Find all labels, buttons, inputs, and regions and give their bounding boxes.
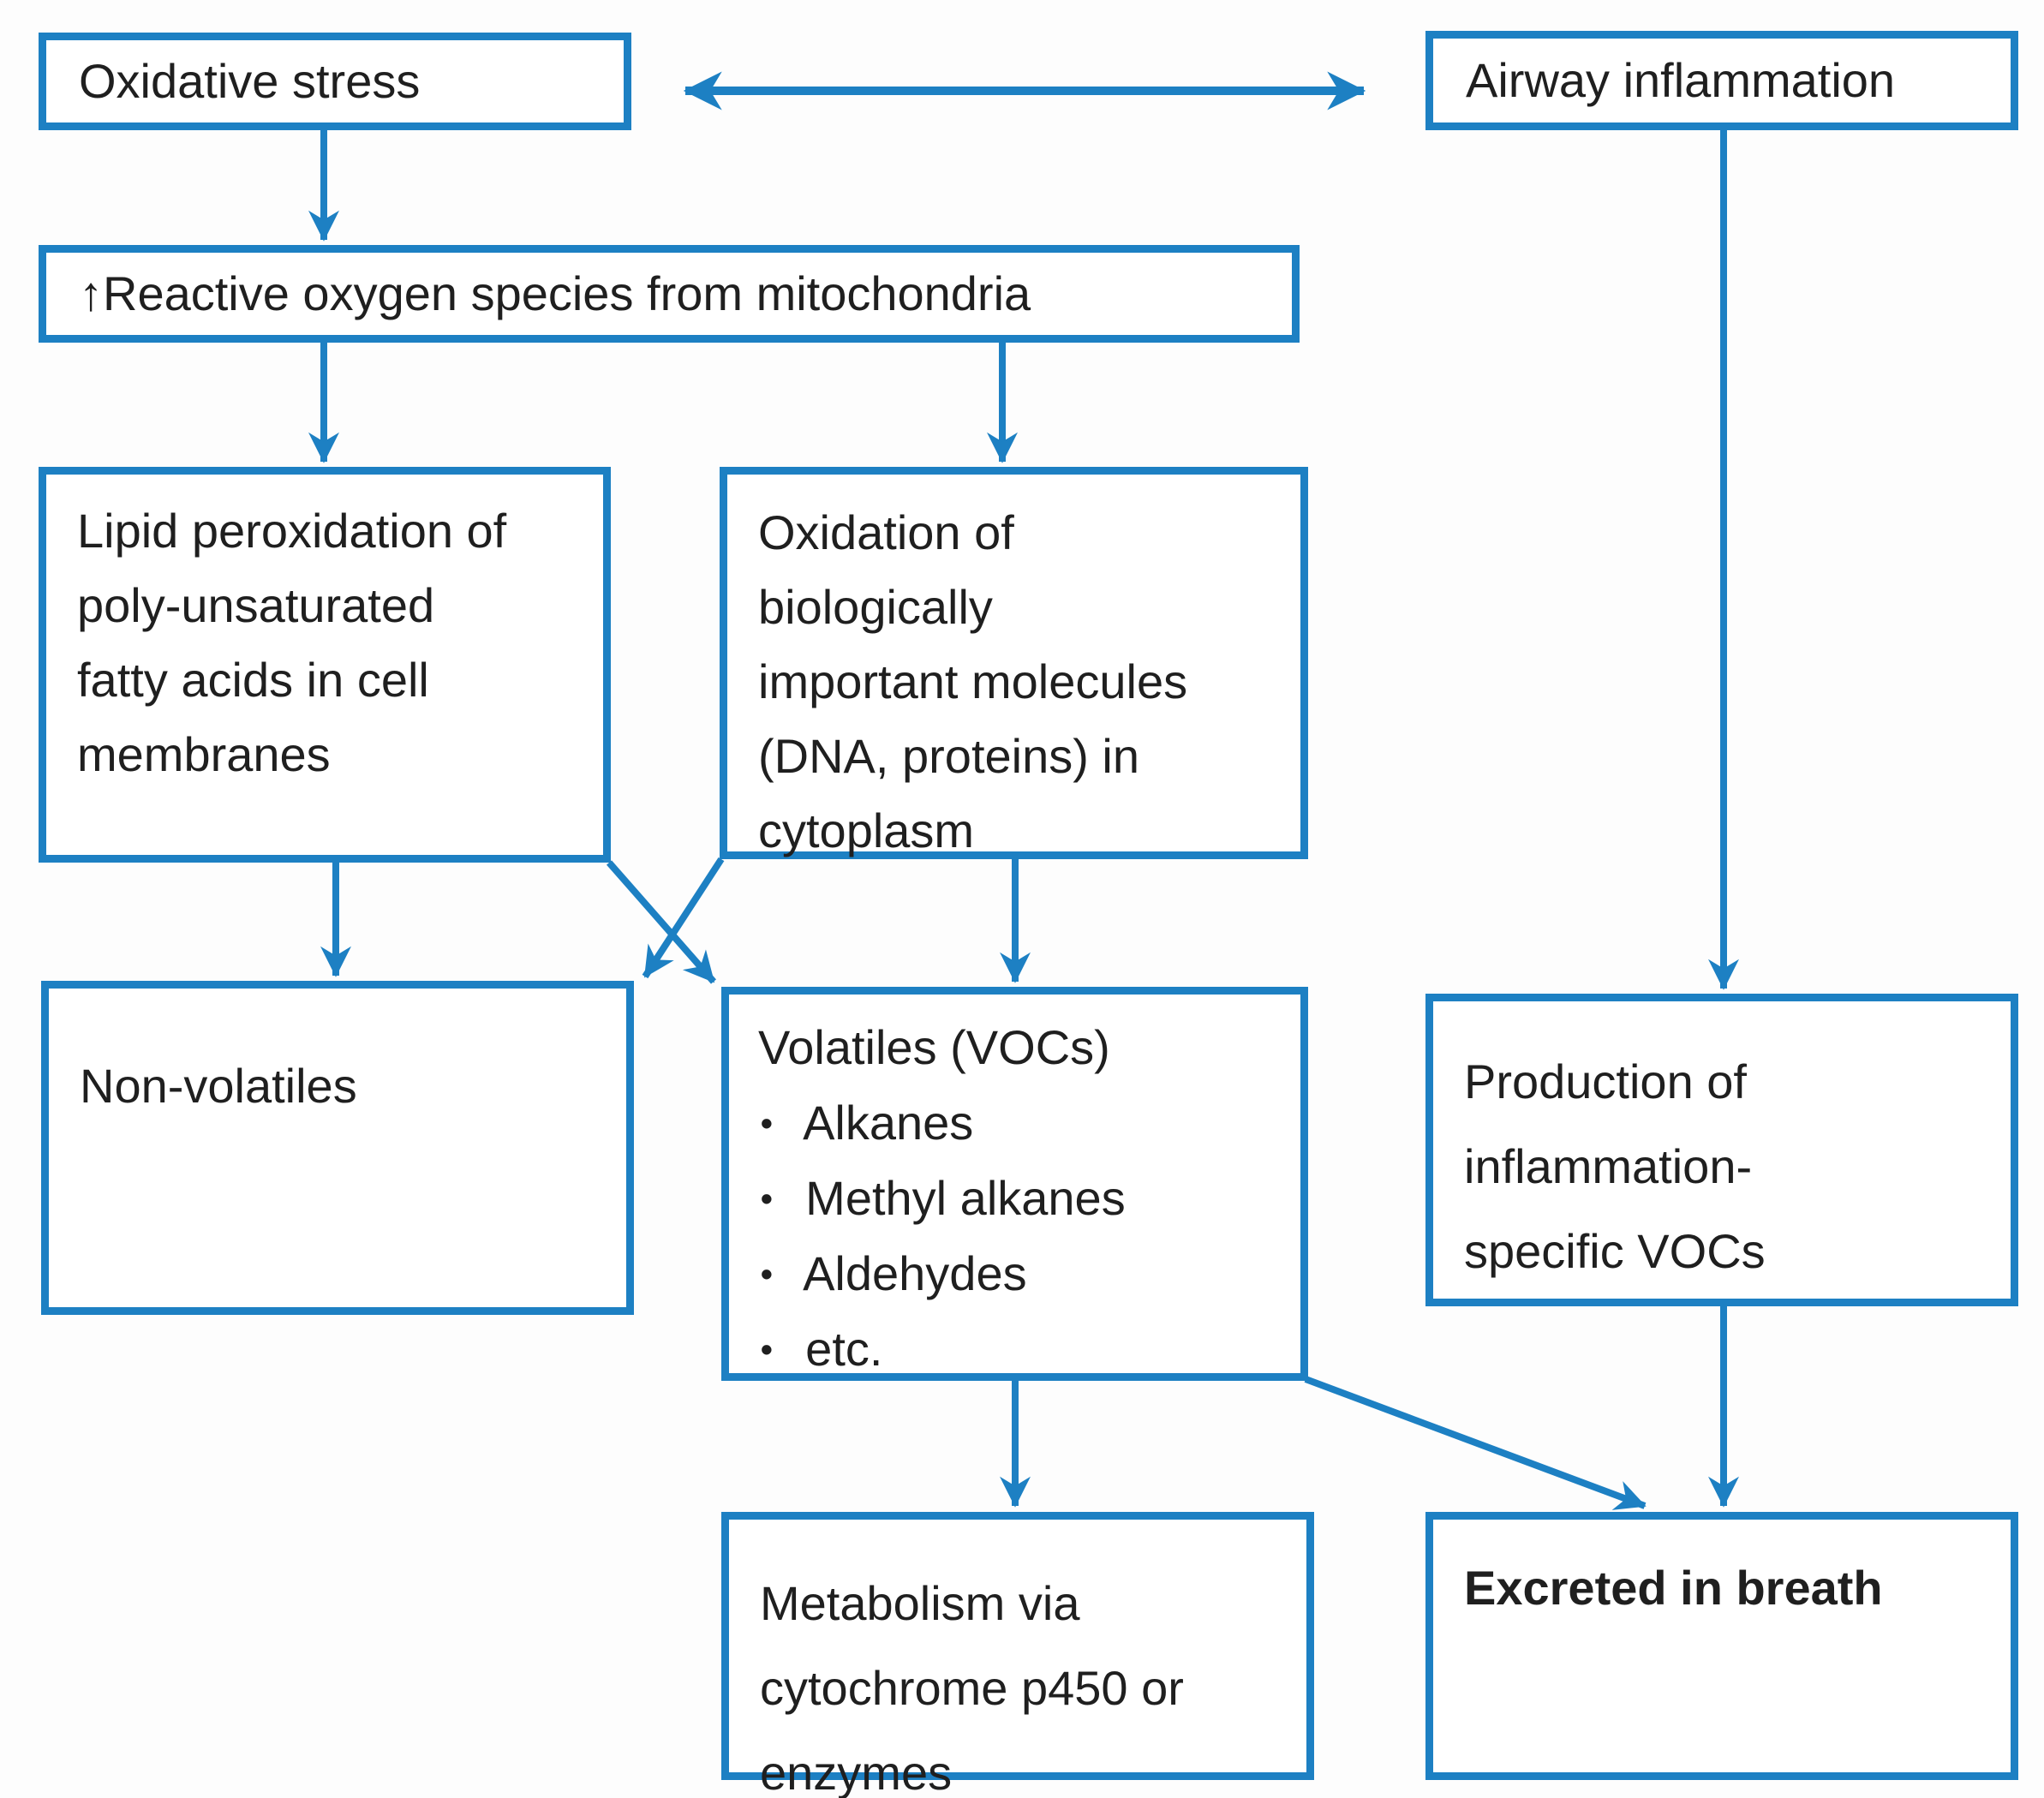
node-lipid-line-3: fatty acids in cell	[77, 653, 429, 707]
list-item: • etc.	[758, 1311, 1287, 1387]
node-metabolism-line-2: cytochrome p450 or	[760, 1661, 1184, 1715]
node-oxidative-stress-label: Oxidative stress	[79, 54, 421, 109]
node-reactive-oxygen-species: ↑Reactive oxygen species from mitochondr…	[39, 245, 1300, 343]
arrow-volatiles-excreted	[1304, 1376, 1647, 1510]
node-production-line-2: inflammation-	[1464, 1139, 1753, 1193]
node-production-line-3: specific VOCs	[1464, 1224, 1766, 1278]
node-volatiles: Volatiles (VOCs) • Alkanes • Methyl alka…	[721, 987, 1308, 1381]
list-item: • Alkanes	[758, 1085, 1287, 1161]
node-metabolism: Metabolism via cytochrome p450 or enzyme…	[721, 1512, 1314, 1798]
node-non-volatiles: Non-volatiles	[41, 981, 634, 1315]
node-oxidation-line-5: cytoplasm	[758, 803, 975, 857]
node-oxidation-line-3: important molecules	[758, 654, 1188, 708]
arrow-lipid-volatiles	[606, 860, 717, 984]
node-production-line-1: Production of	[1464, 1054, 1747, 1108]
node-oxidation-line-4: (DNA, proteins) in	[758, 729, 1140, 783]
list-item: • Methyl alkanes	[758, 1161, 1287, 1236]
node-metabolism-line-3: enzymes	[760, 1746, 953, 1798]
list-item: • Aldehydes	[758, 1236, 1287, 1311]
node-production-vocs: Production of inflammation- specific VOC…	[1425, 994, 2018, 1306]
bullet-icon: •	[760, 1329, 774, 1370]
node-lipid-peroxidation: Lipid peroxidation of poly-unsaturated f…	[39, 467, 611, 863]
bullet-icon: •	[760, 1253, 774, 1294]
node-lipid-line-4: membranes	[77, 727, 331, 781]
node-excreted-in-breath: Excreted in breath	[1425, 1512, 2018, 1780]
volatiles-item-label: Alkanes	[803, 1096, 974, 1150]
node-metabolism-line-1: Metabolism via	[760, 1576, 1080, 1630]
arrow-oxidation-nonvolatiles	[642, 857, 725, 979]
node-lipid-line-2: poly-unsaturated	[77, 578, 435, 632]
volatiles-item-label: Aldehydes	[803, 1246, 1027, 1300]
volatiles-list: • Alkanes • Methyl alkanes • Aldehydes •…	[758, 1085, 1287, 1387]
bullet-icon: •	[760, 1102, 774, 1144]
node-oxidation-line-1: Oxidation of	[758, 505, 1014, 559]
volatiles-item-label: etc.	[805, 1322, 883, 1376]
node-volatiles-title: Volatiles (VOCs)	[758, 1020, 1110, 1074]
node-lipid-line-1: Lipid peroxidation of	[77, 504, 507, 558]
node-non-volatiles-label: Non-volatiles	[80, 1059, 357, 1113]
volatiles-item-label: Methyl alkanes	[805, 1171, 1126, 1225]
node-excreted-in-breath-label: Excreted in breath	[1464, 1561, 1883, 1615]
node-oxidation-line-2: biologically	[758, 580, 993, 634]
node-airway-inflammation-label: Airway inflammation	[1466, 53, 1896, 108]
node-airway-inflammation: Airway inflammation	[1425, 31, 2018, 130]
node-reactive-oxygen-species-label: ↑Reactive oxygen species from mitochondr…	[79, 266, 1031, 321]
node-oxidation-molecules: Oxidation of biologically important mole…	[720, 467, 1308, 859]
node-oxidative-stress: Oxidative stress	[39, 33, 631, 130]
bullet-icon: •	[760, 1178, 774, 1219]
